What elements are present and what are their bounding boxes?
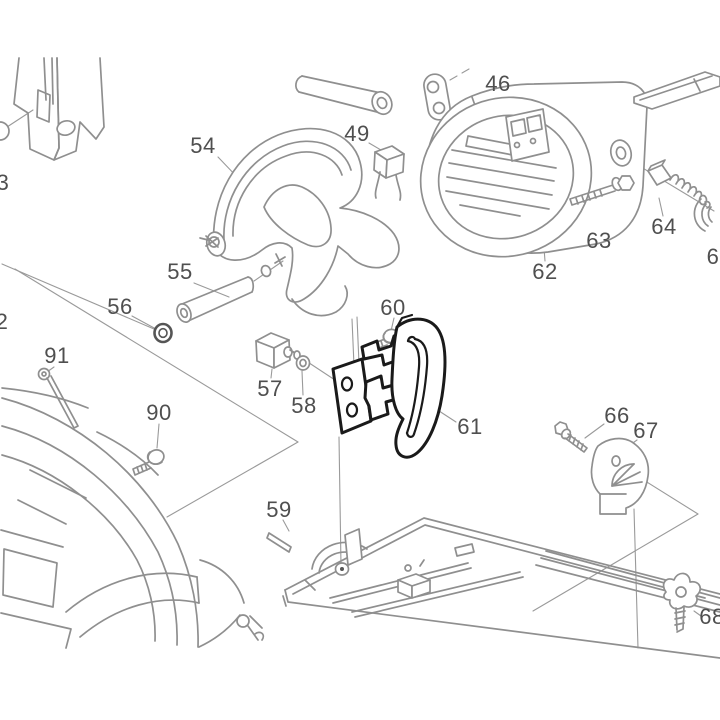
screw-part-63 [570,176,634,205]
carbon-brush-part-64 [648,160,710,208]
part-label-63: 63 [586,228,612,253]
pin-part-59 [267,533,291,552]
part-label-56: 56 [107,294,133,319]
part-label-3-truncated: 3 [0,170,10,195]
part-label-61: 61 [457,414,483,439]
pin-part-55 [174,277,253,324]
top-left-bracket-part [0,58,104,160]
part-label-64: 64 [651,214,677,239]
wing-bolt-part-68 [664,573,701,632]
part-label-46: 46 [485,71,511,96]
handle-part-54 [200,129,399,316]
part-label-66: 66 [604,403,630,428]
part-label-59: 59 [266,497,292,522]
part-label-58: 58 [291,393,317,418]
bracket-part-67 [591,439,648,514]
part-label-67: 67 [633,418,659,443]
washer-part-56 [155,324,172,342]
quadrant-lever-part-61 [333,315,445,457]
block-part-57 [256,333,300,368]
part-label-54: 54 [190,133,216,158]
pin-part-91 [39,369,79,429]
part-label-62: 62 [532,259,558,284]
part-label-6-truncated: 6 [706,244,720,269]
part-label-60: 60 [380,295,406,320]
flat-bar-part [634,72,720,109]
capacitor-part-49 [374,146,404,200]
part-label-55: 55 [167,259,193,284]
part-label-68-truncated: 68 [699,604,720,629]
brush-cap-part [694,199,712,231]
part-label-90: 90 [146,400,172,425]
part-label-2-truncated: 2 [0,309,9,334]
screw-part-90 [133,448,166,475]
bolt-part-66 [555,422,587,452]
ring-part-58 [297,356,310,370]
part-label-91: 91 [44,343,70,368]
motor-housing-part-62 [400,75,647,278]
base-plate-part [283,518,720,658]
blade-case-part [1,388,263,648]
part-label-57: 57 [257,376,283,401]
tube-spacer-part [296,76,395,117]
part-label-49: 49 [344,121,370,146]
